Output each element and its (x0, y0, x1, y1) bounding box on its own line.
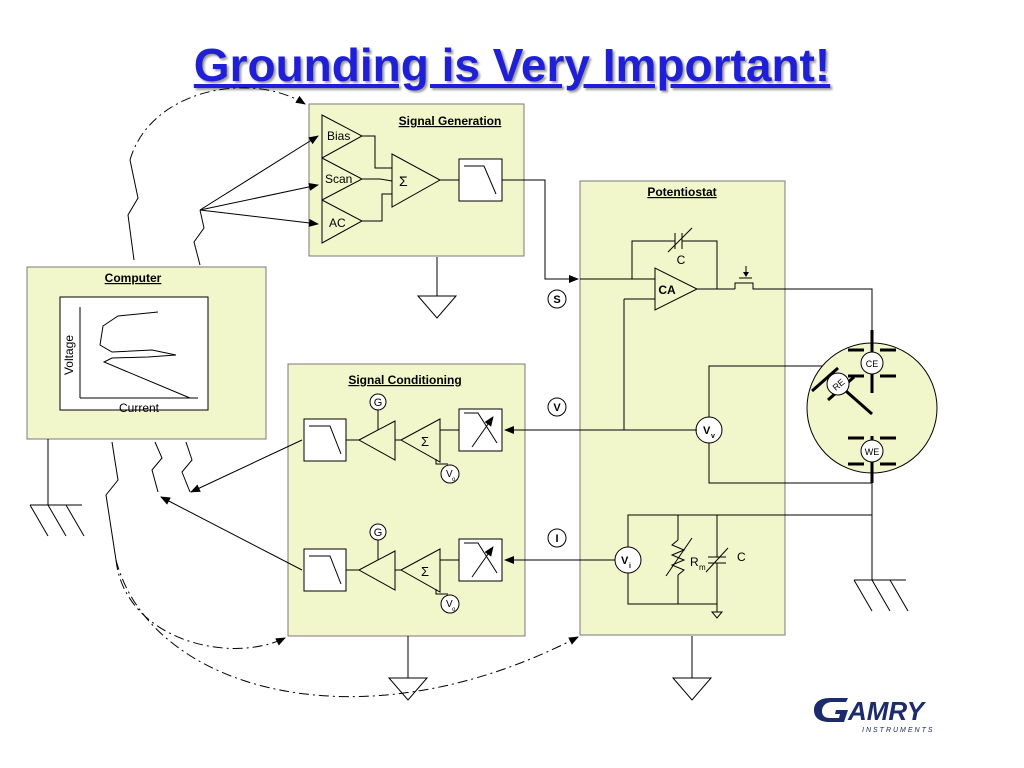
signal-generation-label: Signal Generation (399, 114, 502, 128)
offset-amp-1 (399, 418, 441, 463)
sum-symbol-cond-1: Σ (421, 434, 429, 449)
rm-label: R (690, 555, 699, 569)
cond-filter-1 (303, 418, 347, 462)
plot-xlabel: Current (119, 401, 160, 415)
offset-sub-2: o (452, 607, 456, 613)
gain-label-2: G (374, 527, 383, 539)
gain-node-1 (369, 393, 387, 411)
cond-filter-2 (303, 548, 347, 592)
re-electrode (826, 372, 850, 396)
voltammogram-curve (99, 311, 191, 399)
signal-v-label: V (553, 402, 561, 414)
offset-v-1: V (446, 469, 453, 480)
rm-sub: m (699, 563, 706, 572)
gamry-logo: AMRY INSTRUMENTS (812, 690, 952, 740)
page-title: Grounding is Very Important! (193, 39, 831, 91)
offset-node-2 (440, 594, 460, 614)
potentiostat-box (579, 180, 786, 636)
computer-plot-frame (59, 296, 209, 411)
offset-amp-2 (399, 548, 441, 593)
signal-v-node (547, 397, 567, 417)
signal-conditioning-label: Signal Conditioning (348, 373, 461, 387)
sum-symbol-cond-2: Σ (421, 564, 429, 579)
signal-s-label: S (553, 294, 560, 306)
cap2-label: C (737, 550, 746, 564)
scan-label: Scan (325, 172, 352, 186)
control-amp-label: CA (658, 283, 676, 297)
bias-label: Bias (327, 129, 350, 143)
ce-label: CE (866, 359, 879, 369)
vi-sub: i (629, 563, 631, 570)
gain-node-2 (369, 523, 387, 541)
signal-i-node (547, 528, 567, 548)
bias-source (321, 114, 364, 159)
vv-sub: v (711, 433, 715, 440)
computer-label: Computer (105, 271, 162, 285)
offset-v-2: V (446, 599, 453, 610)
potentiostat-label: Potentiostat (647, 185, 716, 199)
generation-filter (458, 158, 503, 202)
ground-potentiostat (671, 677, 713, 701)
plot-ylabel: Voltage (62, 335, 76, 375)
we-label: WE (865, 447, 880, 457)
sum-symbol-gen: Σ (399, 173, 408, 189)
ground-signal-conditioning (387, 677, 429, 701)
offset-node-1 (440, 464, 460, 484)
signal-conditioning-box (287, 363, 526, 637)
logo-text: AMRY (847, 696, 927, 726)
control-amp (654, 267, 699, 311)
feedback-cap-label: C (677, 253, 686, 267)
signal-sources (321, 114, 364, 244)
cond-range-2 (458, 538, 503, 582)
gain-label-1: G (374, 397, 383, 409)
ac-label: AC (329, 216, 346, 230)
logo-subtext: INSTRUMENTS (862, 727, 935, 734)
signal-s-node (547, 289, 567, 309)
offset-sub-1: o (452, 477, 456, 483)
cond-range-1 (458, 408, 503, 452)
scan-source (321, 157, 364, 201)
ground-signal-generation (416, 295, 458, 319)
vi-label: V (621, 555, 629, 567)
ce-electrode (860, 351, 884, 375)
vv-label: V (703, 425, 711, 437)
signal-i-label: I (555, 533, 558, 545)
we-electrode (860, 439, 884, 463)
ac-source (321, 199, 364, 244)
